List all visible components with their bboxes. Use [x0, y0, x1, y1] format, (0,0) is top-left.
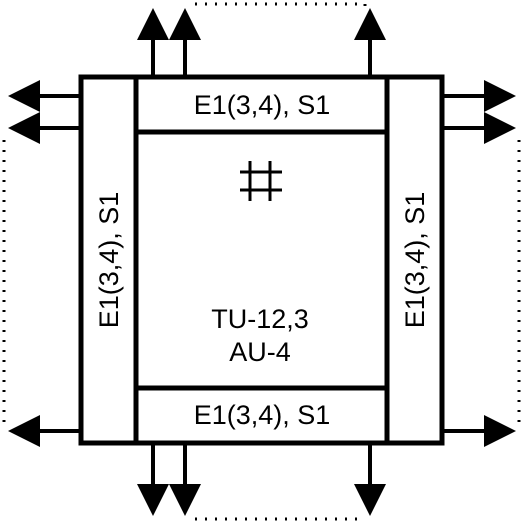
bottom-port-label: E1(3,4), S1 — [194, 400, 331, 430]
crossconnect-hash-icon — [240, 161, 282, 201]
right-arrows — [442, 80, 516, 447]
bottom-arrows — [137, 443, 386, 516]
left-port-box — [78, 74, 139, 446]
right-port-box — [384, 74, 445, 446]
top-arrows — [137, 8, 386, 77]
left-port-label: E1(3,4), S1 — [94, 192, 124, 329]
bottom-port-box — [133, 385, 390, 446]
center-label-line1: TU-12,3 — [211, 304, 309, 334]
left-arrows — [8, 80, 81, 447]
center-label-line2: AU-4 — [229, 337, 291, 367]
right-port-label: E1(3,4), S1 — [400, 192, 430, 329]
top-port-box — [133, 74, 390, 135]
top-port-label: E1(3,4), S1 — [194, 90, 331, 120]
